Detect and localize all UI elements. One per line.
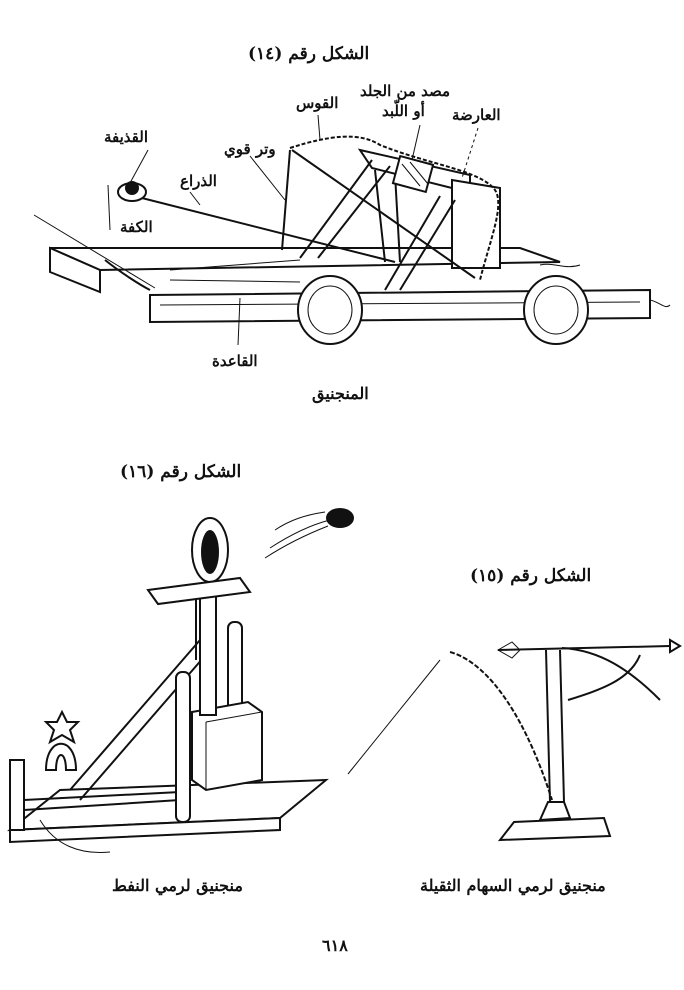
figure-16-caption: منجنيق لرمي النفط <box>112 876 243 895</box>
figure-14-label-cup: الكفة <box>120 218 153 236</box>
figure-15-title: الشكل رقم (١٥) <box>470 566 592 586</box>
figure-14-caption: المنجنيق <box>312 384 369 403</box>
figure-14-catapult-drawing <box>33 114 671 346</box>
figure-14-label-felt: أو اللّبد <box>382 102 425 120</box>
figure-15-caption: منجنيق لرمي السهام الثقيلة <box>420 876 606 895</box>
figure-14-label-arm: الذراع <box>180 172 217 190</box>
figure-14-label-pad: مصد من الجلد <box>360 82 451 100</box>
figure-14-label-base: القاعدة <box>212 352 258 370</box>
page-number: ٦١٨ <box>322 936 348 955</box>
figure-14-label-string: وتر قوي <box>224 140 276 158</box>
figure-14-label-projectile: القذيفة <box>104 128 149 146</box>
figure-14-label-crossbar: العارضة <box>452 106 501 124</box>
figure-16-title: الشكل رقم (١٦) <box>120 462 242 482</box>
figure-14-label-bow: القوس <box>296 94 339 112</box>
figure-14-title: الشكل رقم (١٤) <box>248 44 370 64</box>
